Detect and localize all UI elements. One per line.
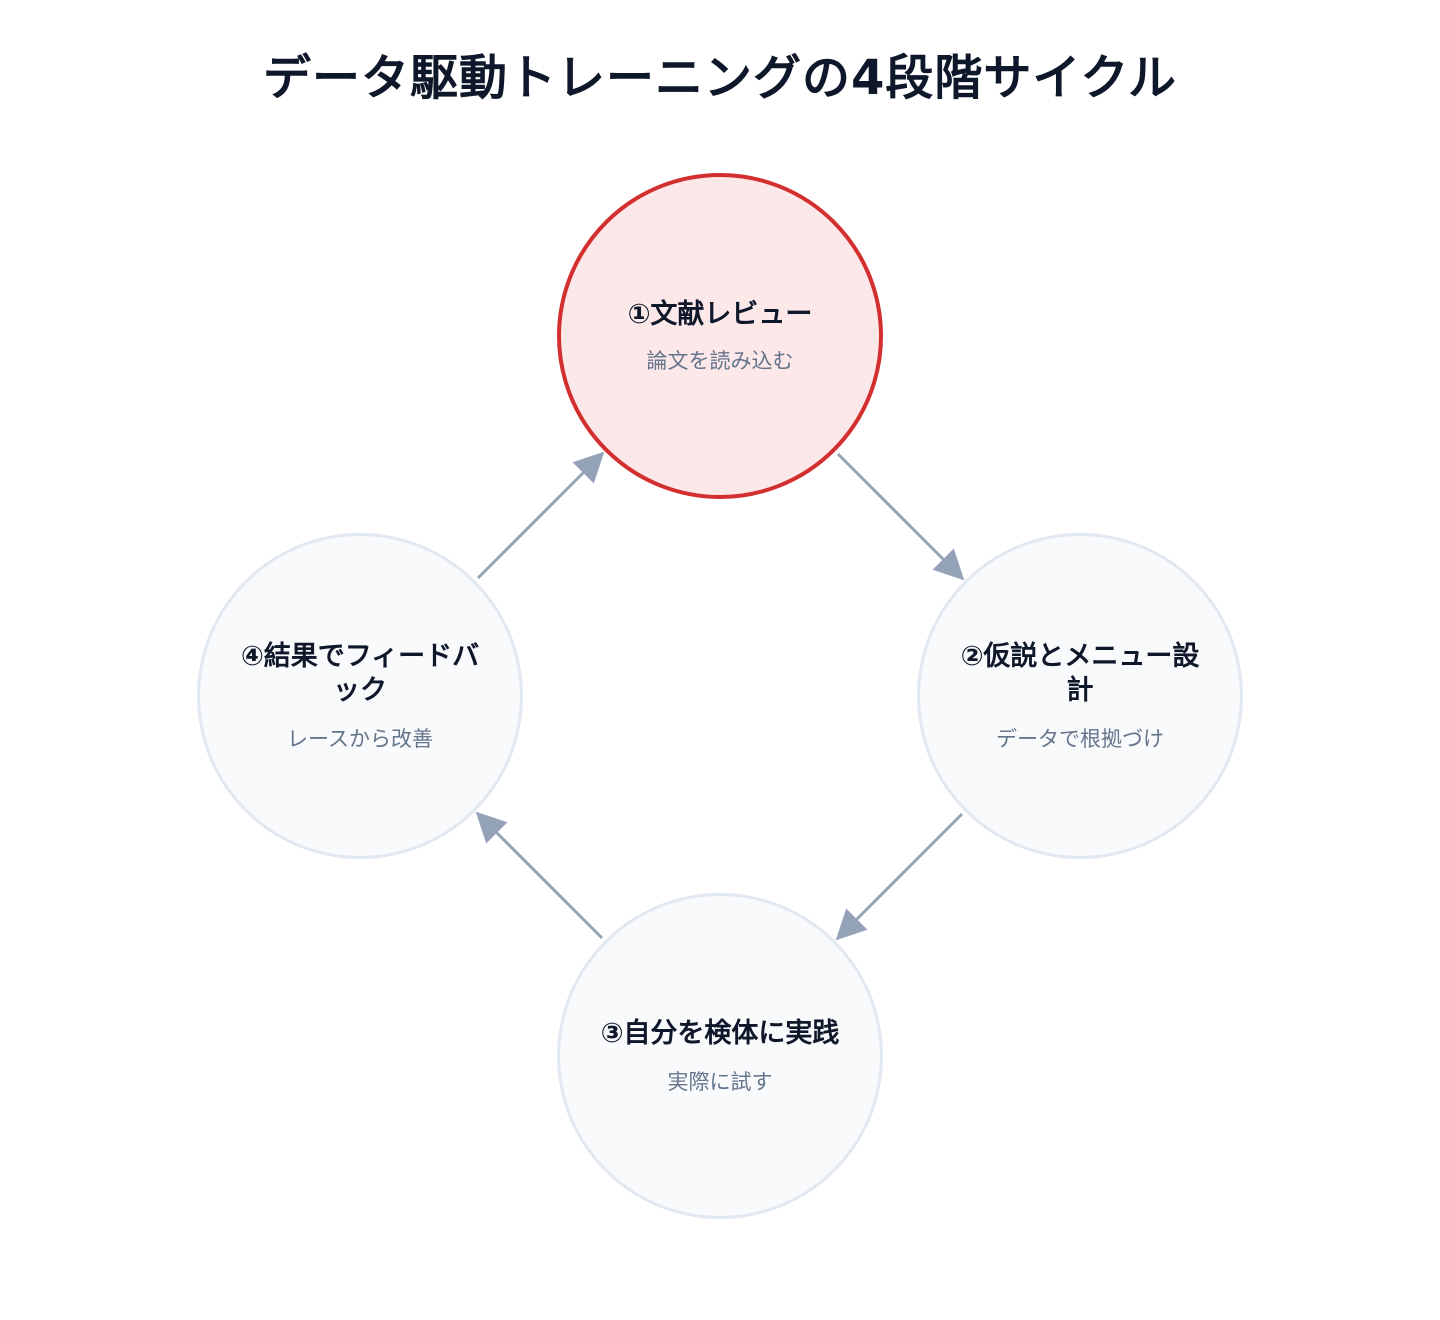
cycle-step-self-experiment: ③自分を検体に実践 実際に試す bbox=[557, 893, 883, 1219]
cycle-step-feedback: ④結果でフィードバック レースから改善 bbox=[197, 533, 523, 859]
cycle-step-literature-review: ①文献レビュー 論文を読み込む bbox=[557, 173, 883, 499]
step-description: 論文を読み込む bbox=[646, 349, 794, 373]
cycle-step-hypothesis-design: ②仮説とメニュー設計 データで根拠づけ bbox=[917, 533, 1243, 859]
step-description: 実際に試す bbox=[667, 1070, 773, 1094]
step-description: レースから改善 bbox=[287, 727, 433, 751]
step-label: ①文献レビュー bbox=[627, 299, 813, 330]
step-label: ④結果でフィードバック bbox=[240, 641, 480, 706]
step-label: ③自分を検体に実践 bbox=[600, 1018, 840, 1049]
arrow-step3-to-step4 bbox=[475, 811, 604, 940]
arrow-step2-to-step3 bbox=[835, 812, 964, 941]
arrow-step4-to-step1 bbox=[476, 451, 605, 580]
arrow-step1-to-step2 bbox=[836, 452, 965, 581]
diagram-title: データ駆動トレーニングの4段階サイクル bbox=[262, 50, 1177, 106]
step-description: データで根拠づけ bbox=[996, 727, 1164, 751]
step-label: ②仮説とメニュー設計 bbox=[960, 641, 1200, 706]
